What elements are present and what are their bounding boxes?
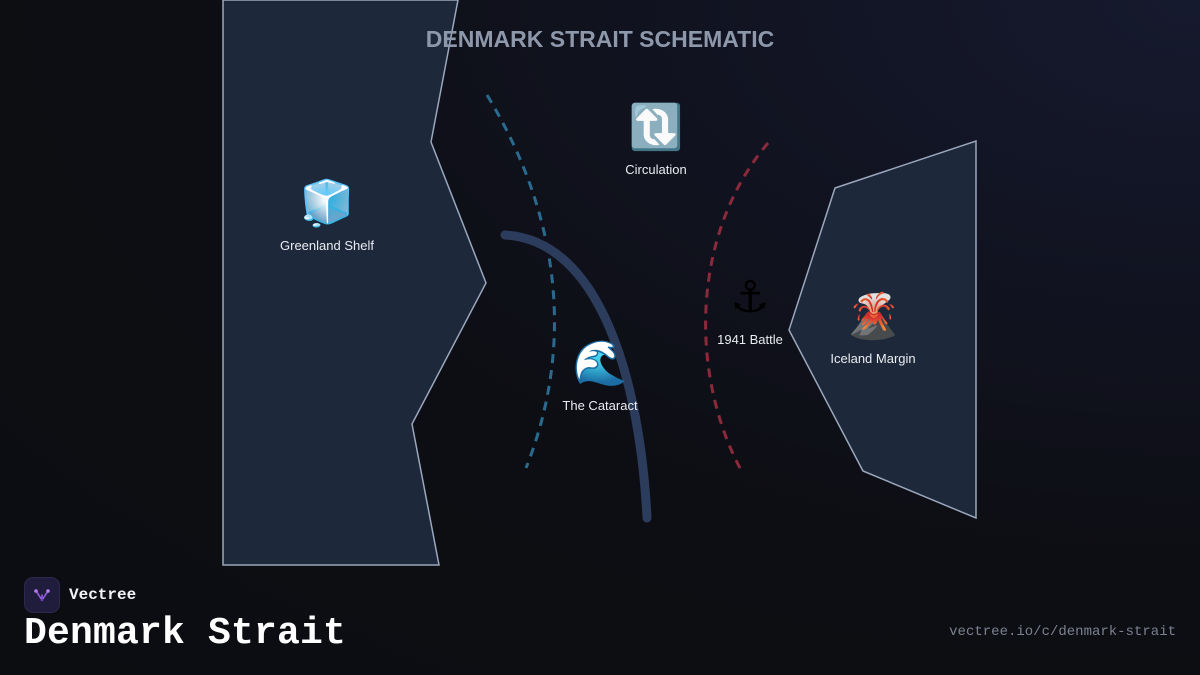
- node-label-circulation: Circulation: [625, 162, 686, 177]
- node-greenland-shelf[interactable]: 🧊 Greenland Shelf: [280, 178, 374, 253]
- vectree-logo-icon: [24, 577, 60, 613]
- cold-current-path: [485, 94, 556, 469]
- warm-current-path: [704, 142, 770, 471]
- circulation-icon: 🔃: [629, 102, 684, 153]
- anchor-icon: ⚓: [730, 272, 769, 323]
- brand-name: Vectree: [69, 586, 137, 604]
- iceland-landmass: [788, 139, 977, 520]
- node-label-greenland-shelf: Greenland Shelf: [280, 238, 374, 253]
- cataract-flow-path: [500, 230, 652, 523]
- page-title: Denmark Strait: [24, 612, 347, 655]
- node-the-cataract[interactable]: 🌊 The Cataract: [562, 338, 638, 413]
- node-iceland-margin[interactable]: 🌋 Iceland Margin: [830, 291, 915, 366]
- node-label-iceland-margin: Iceland Margin: [830, 351, 915, 366]
- diagram-title: DENMARK STRAIT SCHEMATIC: [426, 26, 774, 52]
- page-url-link[interactable]: vectree.io/c/denmark-strait: [949, 624, 1176, 640]
- node-circulation[interactable]: 🔃 Circulation: [625, 102, 686, 177]
- brand[interactable]: Vectree: [24, 577, 136, 613]
- node-label-the-cataract: The Cataract: [562, 398, 638, 413]
- volcano-icon: 🌋: [846, 291, 901, 342]
- wave-icon: 🌊: [573, 338, 628, 389]
- ice-cube-icon: 🧊: [300, 178, 355, 229]
- node-1941-battle[interactable]: ⚓ 1941 Battle: [717, 272, 783, 347]
- greenland-landmass: [222, 0, 487, 566]
- node-label-1941-battle: 1941 Battle: [717, 332, 783, 347]
